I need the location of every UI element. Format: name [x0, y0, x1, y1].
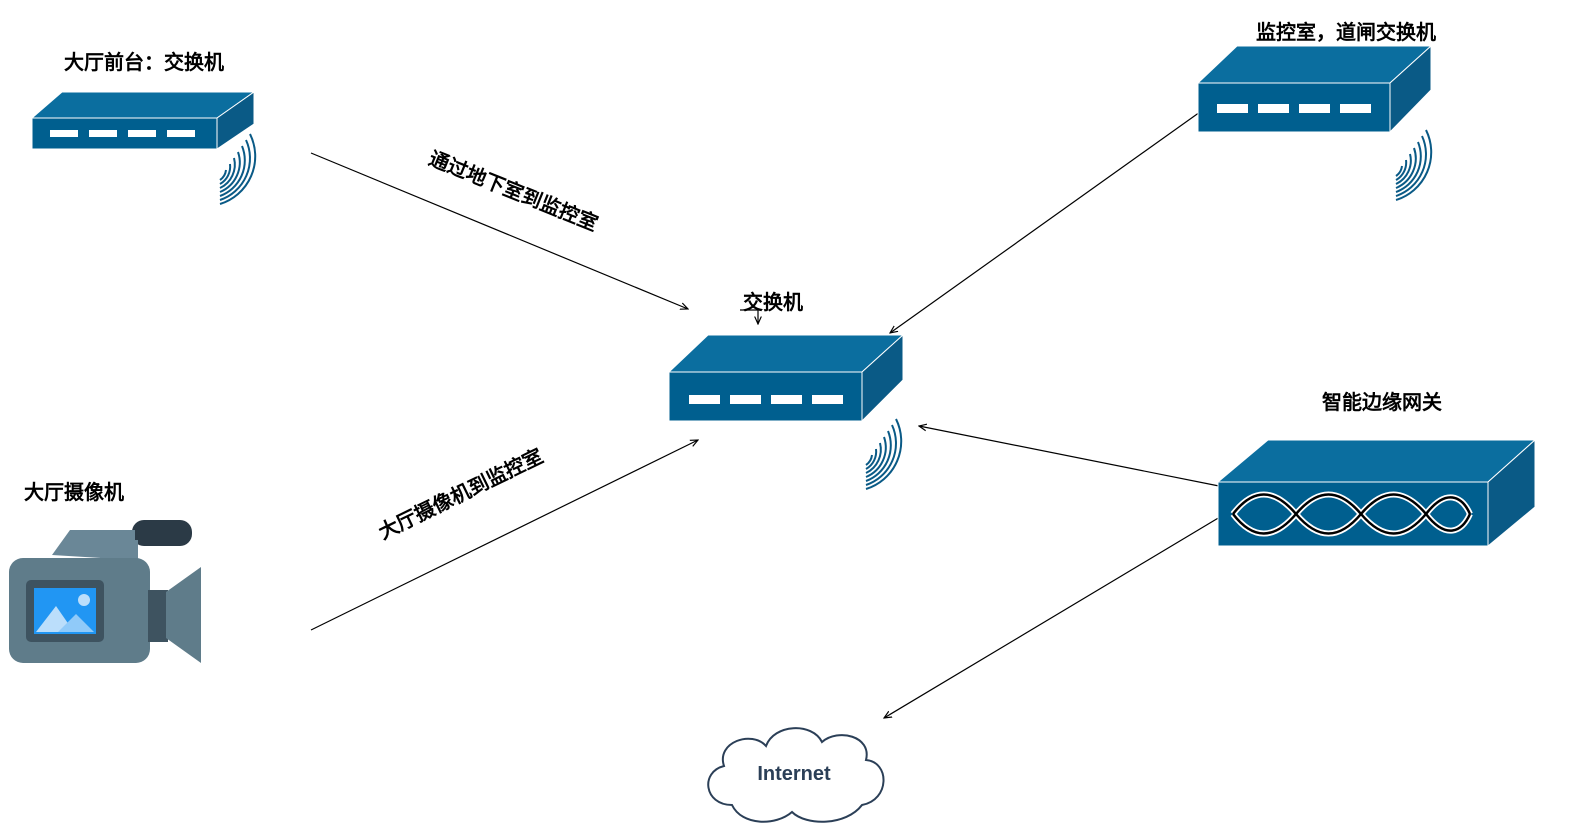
wireless-icon [219, 133, 257, 205]
core-switch-label: 交换机 [743, 290, 803, 314]
edge-lobby-to-core [310, 152, 688, 309]
monitor-switch-label: 监控室，道闸交换机 [1256, 20, 1436, 44]
wireless-icon [1395, 129, 1433, 201]
edge-gateway-to-core [919, 426, 1220, 487]
edge-monitor-to-core [890, 111, 1201, 333]
lobby-switch-icon [30, 91, 256, 150]
cloud-icon: Internet [707, 727, 885, 823]
camera-icon [9, 520, 201, 663]
wireless-icon [865, 418, 903, 490]
lobby-camera-label: 大厅摄像机 [24, 480, 124, 504]
edge-gateway-label: 智能边缘网关 [1322, 390, 1442, 414]
edge-camera-to-core [310, 440, 698, 631]
core-switch-icon [667, 333, 905, 423]
lobby-switch-label: 大厅前台：交换机 [64, 50, 224, 74]
monitor-switch-icon [1196, 44, 1433, 134]
gateway-icon [1216, 438, 1537, 548]
edge-gateway-to-internet [884, 507, 1236, 718]
core-label-pointer [740, 309, 758, 324]
connectors [310, 111, 1236, 718]
internet-label: Internet [757, 763, 831, 785]
